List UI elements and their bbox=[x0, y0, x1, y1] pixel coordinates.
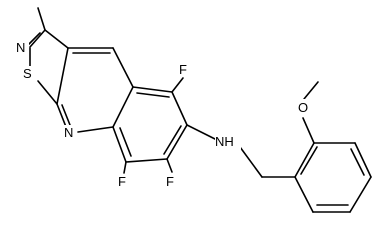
bond-c5-c6 bbox=[171, 91, 188, 126]
bond-n-c7a-inner bbox=[61, 104, 71, 126]
bond-ring-1 bbox=[294, 142, 315, 178]
bond-c6-c7-inner bbox=[163, 125, 182, 155]
bond-ring-4 bbox=[349, 176, 372, 213]
bond-ring-3 bbox=[354, 142, 372, 178]
bond-nh-ch2 bbox=[239, 146, 263, 178]
bond-c3-n-inner bbox=[27, 32, 41, 46]
atom-s: S bbox=[23, 66, 32, 81]
bond-c6-c7 bbox=[166, 124, 188, 160]
bond-c3-n bbox=[29, 29, 46, 48]
atom-n-isothiazole: N bbox=[16, 40, 25, 55]
bond-ring-6 bbox=[294, 176, 314, 213]
label-background-layer bbox=[15, 40, 311, 150]
label-bg-o bbox=[297, 99, 311, 115]
molecule-structure: N S N F NH F F O bbox=[15, 7, 372, 213]
label-bg-n-quinoline bbox=[63, 125, 77, 140]
atom-n-quinoline: N bbox=[64, 125, 73, 140]
bond-c7-c8 bbox=[125, 158, 168, 163]
atom-o-methoxy: O bbox=[298, 100, 308, 115]
bond-layer bbox=[27, 7, 372, 213]
bond-ring-3-inner bbox=[350, 148, 365, 176]
bond-s-c7a bbox=[37, 80, 58, 105]
atom-f-bottom-left: F bbox=[118, 174, 126, 189]
label-bg-nh bbox=[215, 132, 241, 150]
bond-c8-f bbox=[123, 161, 127, 174]
bond-c8-c8a-inner bbox=[119, 127, 132, 157]
bond-c4a-c5-inner bbox=[136, 92, 170, 98]
atom-label-layer: N S N F NH F F O bbox=[16, 40, 308, 189]
label-bg-f-top bbox=[178, 62, 190, 77]
atom-f-right: F bbox=[166, 174, 174, 189]
bond-c8a-n bbox=[77, 126, 114, 133]
label-bg-n-isothiazole bbox=[15, 40, 29, 55]
structure-canvas: N S N F NH F F O bbox=[15, 7, 372, 213]
bond-c6-nh bbox=[186, 124, 218, 141]
bond-methyl bbox=[37, 7, 46, 31]
bond-c4a-c8a bbox=[112, 86, 134, 128]
bond-c3a-c7a bbox=[56, 47, 69, 105]
bond-c2prime-o bbox=[302, 117, 315, 144]
bond-c8-c8a bbox=[112, 126, 127, 163]
bond-c4a-c5 bbox=[132, 86, 173, 93]
atom-nh: NH bbox=[215, 134, 234, 149]
atom-f-top: F bbox=[179, 62, 187, 77]
bond-ring-1-inner bbox=[300, 146, 318, 175]
label-bg-s bbox=[22, 66, 36, 81]
bond-c4-c4a bbox=[112, 47, 134, 88]
bond-c5-f bbox=[171, 77, 184, 93]
bond-o-ch3 bbox=[303, 81, 319, 100]
bond-c3-c3a bbox=[44, 29, 69, 49]
bond-c7-f bbox=[166, 158, 173, 173]
